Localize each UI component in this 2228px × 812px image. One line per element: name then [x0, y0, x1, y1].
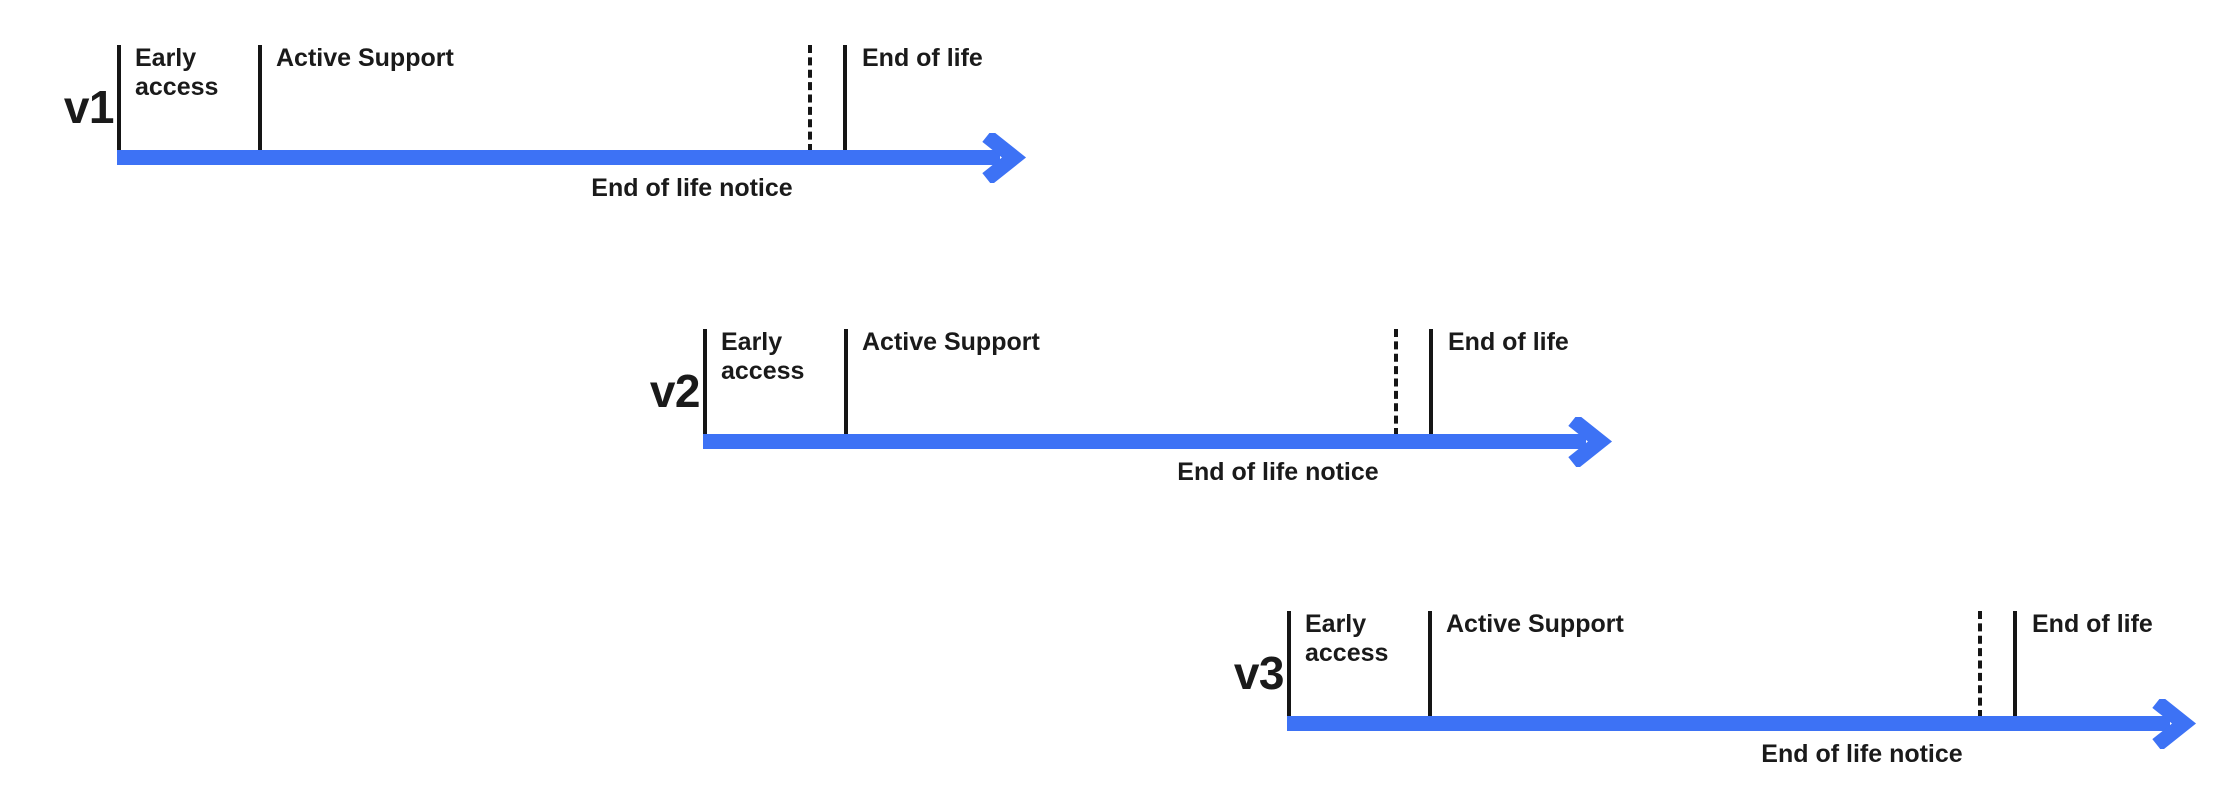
phase-label-early-access: Early access: [135, 44, 219, 101]
phase-label-end-of-life: End of life: [2032, 610, 2153, 638]
phase-divider-start: [1287, 611, 1291, 718]
phase-divider-end-of-life: [2013, 611, 2017, 718]
track-bar: [1287, 716, 2170, 731]
phase-divider-start: [703, 329, 707, 436]
phase-label-early-access: Early access: [721, 328, 805, 385]
version-label: v2: [649, 365, 701, 417]
version-label: v1: [63, 81, 115, 133]
phase-divider-end-of-life: [1429, 329, 1433, 436]
phase-label-active-support: Active Support: [1446, 610, 1624, 638]
phase-label-early-access: Early access: [1305, 610, 1389, 667]
phase-divider-start: [117, 45, 121, 152]
phase-divider-eol-notice-dashed: [808, 45, 812, 152]
phase-divider-active-support: [844, 329, 848, 436]
eol-notice-label: End of life notice: [1177, 458, 1379, 486]
timeline-row-v2: v2 Early access Active Support End of li…: [614, 316, 1674, 546]
lifecycle-track: [1287, 696, 2228, 751]
version-label: v3: [1233, 647, 1285, 699]
track-bar: [117, 150, 1000, 165]
eol-notice-label: End of life notice: [591, 174, 793, 202]
eol-notice-label: End of life notice: [1761, 740, 1963, 768]
track-bar: [703, 434, 1586, 449]
phase-label-end-of-life: End of life: [862, 44, 983, 72]
phase-divider-eol-notice-dashed: [1394, 329, 1398, 436]
timeline-row-v3: v3 Early access Active Support End of li…: [1198, 598, 2228, 812]
phase-divider-eol-notice-dashed: [1978, 611, 1982, 718]
arrow-right-icon: [2149, 696, 2221, 754]
arrow-right-icon: [979, 130, 1051, 188]
lifecycle-track: [117, 130, 1062, 185]
phase-divider-active-support: [258, 45, 262, 152]
phase-divider-end-of-life: [843, 45, 847, 152]
lifecycle-track: [703, 414, 1648, 469]
phase-label-active-support: Active Support: [276, 44, 454, 72]
timeline-row-v1: v1 Early access Active Support End of li…: [28, 32, 1088, 262]
phase-label-active-support: Active Support: [862, 328, 1040, 356]
arrow-right-icon: [1565, 414, 1637, 472]
phase-divider-active-support: [1428, 611, 1432, 718]
phase-label-end-of-life: End of life: [1448, 328, 1569, 356]
